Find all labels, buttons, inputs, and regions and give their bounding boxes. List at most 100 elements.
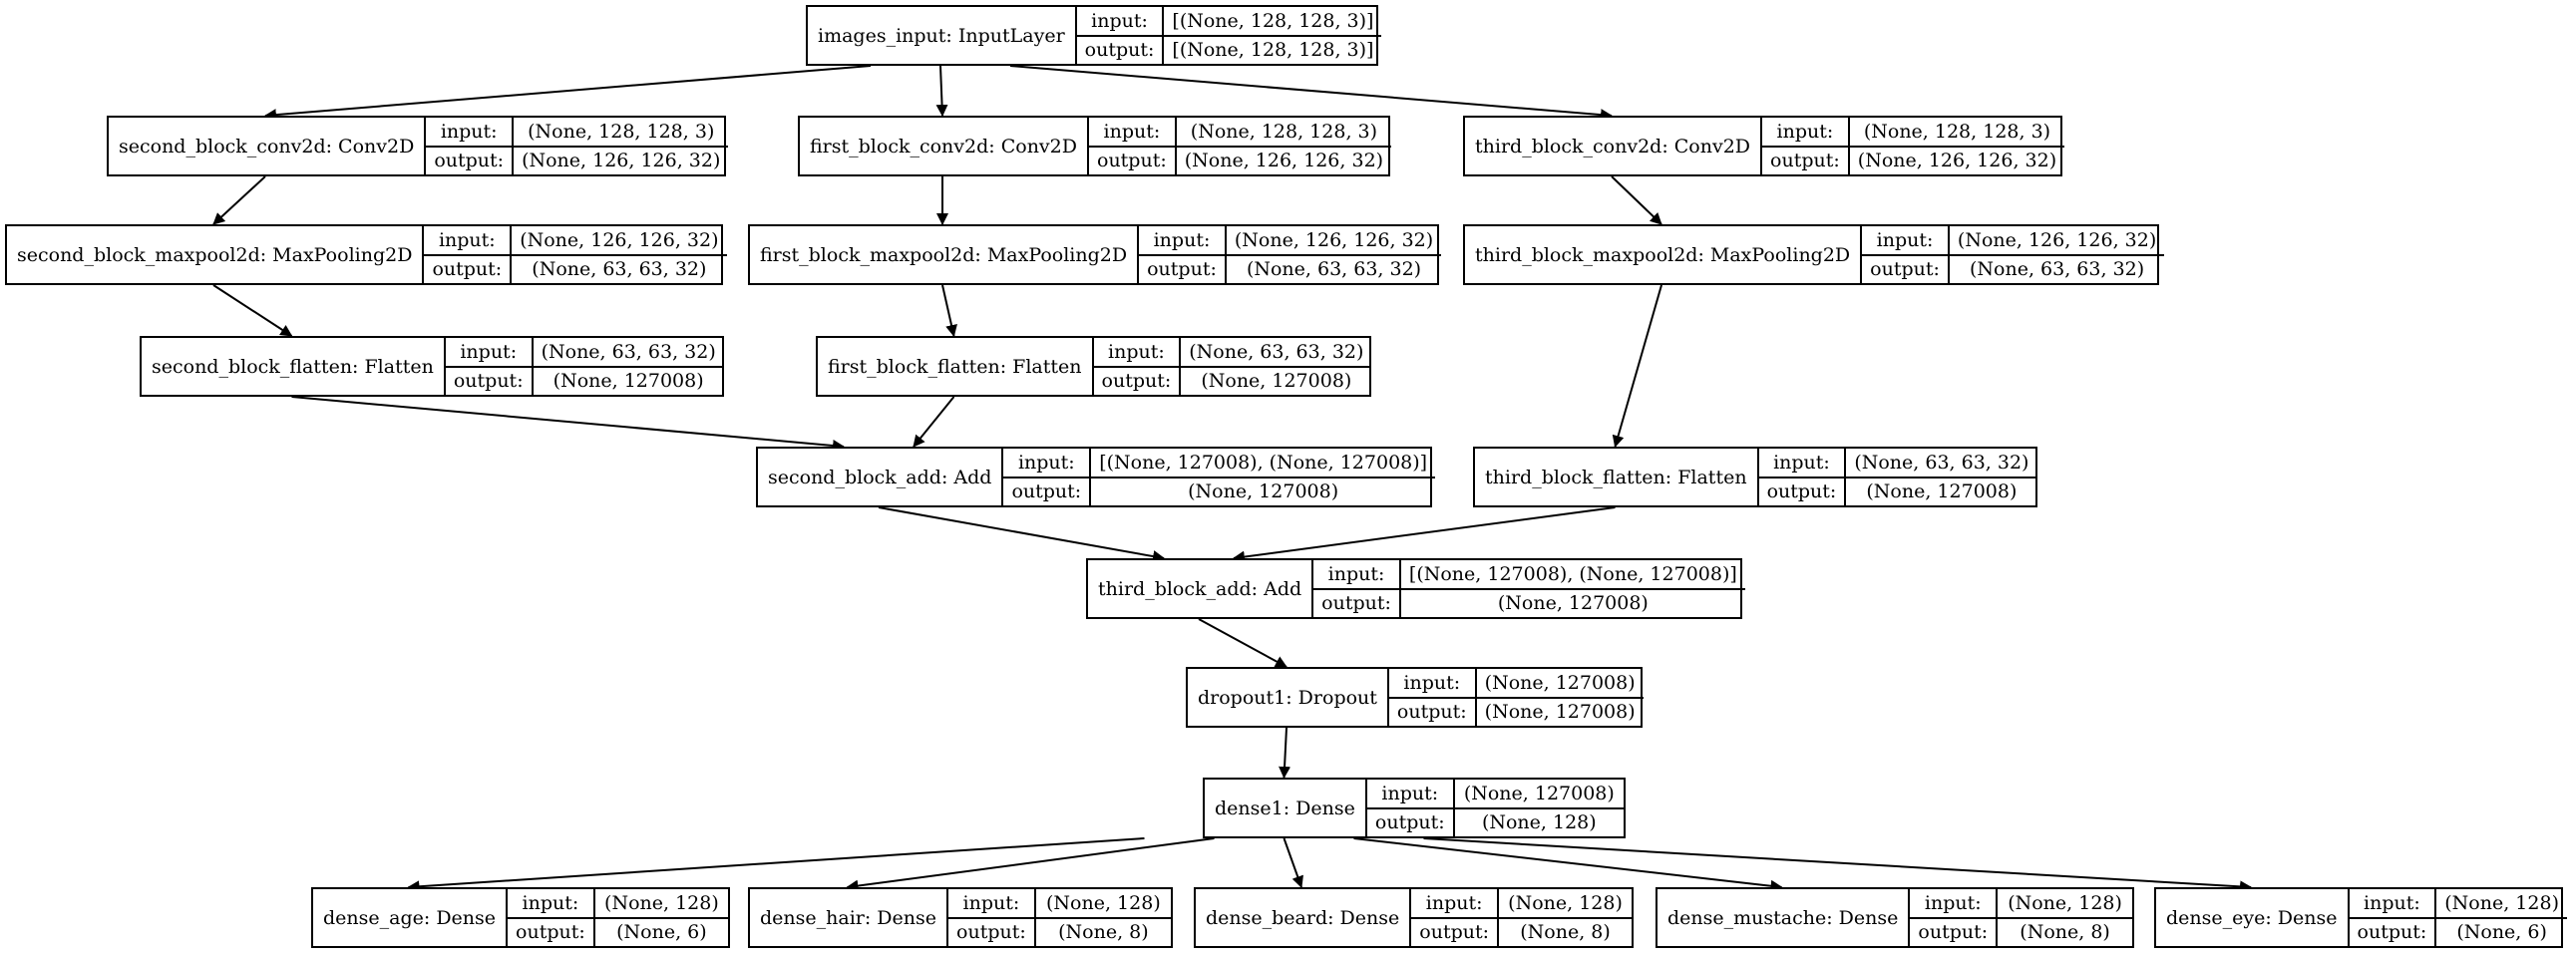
layer-name: first_block_maxpool2d: MaxPooling2D — [750, 226, 1140, 283]
output-port-label: output: — [426, 145, 513, 175]
input-port-label: input: — [1403, 671, 1461, 694]
input-port-label: input: — [962, 891, 1020, 914]
input-port-label: input: — [1091, 9, 1148, 32]
input-port-label: input: — [522, 891, 579, 914]
output-port-label: output: — [1089, 145, 1175, 175]
layer-name: second_block_conv2d: Conv2D — [109, 118, 427, 174]
output-port-label: output: — [1076, 34, 1163, 65]
edge-third-block-maxpool2d-to-third-block-flatten — [1612, 284, 1662, 448]
layer-node-first-block-maxpool2d: first_block_maxpool2d: MaxPooling2D input… — [748, 224, 1442, 285]
edge-images-input-to-first-block-conv2d — [935, 65, 948, 117]
output-shape: (None, 8) — [1035, 916, 1171, 947]
output-port-label: output: — [1762, 145, 1848, 175]
output-port-label: output: — [424, 253, 511, 284]
edge-images-input-to-second-block-conv2d — [264, 65, 872, 122]
input-port-label: input: — [1103, 120, 1161, 143]
layer-name: dense_hair: Dense — [750, 889, 949, 946]
edge-second-block-maxpool2d-to-second-block-flatten — [212, 284, 293, 337]
input-port-label: input: — [1924, 891, 1982, 914]
input-port-label: input: — [440, 120, 498, 143]
input-shape: (None, 128, 128, 3) — [1190, 120, 1378, 143]
output-shape: (None, 63, 63, 32) — [512, 253, 727, 284]
layer-name: first_block_conv2d: Conv2D — [800, 118, 1089, 174]
edge-second-block-add-to-third-block-add — [878, 506, 1165, 562]
input-port-label: input: — [1876, 228, 1934, 251]
layer-node-second-block-conv2d: second_block_conv2d: Conv2D input:output:… — [107, 116, 729, 176]
input-shape: (None, 126, 126, 32) — [1957, 228, 2157, 251]
input-port-label: input: — [1773, 451, 1830, 474]
input-shape: (None, 128, 128, 3) — [528, 120, 715, 143]
input-port-label: input: — [1381, 782, 1439, 804]
edge-dense1-to-dense-mustache — [1353, 837, 1783, 892]
edge-dense1-to-dense-eye — [1423, 837, 2252, 893]
output-shape: (None, 126, 126, 32) — [1176, 145, 1392, 175]
input-port-label: input: — [460, 340, 518, 363]
edge-dense1-to-dense-age — [407, 837, 1145, 893]
edge-dense1-to-dense-hair — [846, 837, 1215, 892]
input-port-label: input: — [438, 228, 496, 251]
edge-dense1-to-dense-beard — [1283, 837, 1303, 888]
layer-name: third_block_conv2d: Conv2D — [1465, 118, 1763, 174]
output-shape: (None, 6) — [2436, 916, 2567, 947]
output-shape: (None, 8) — [1499, 916, 1632, 947]
input-shape: (None, 128) — [1508, 891, 1623, 914]
output-shape: (None, 127008) — [533, 365, 724, 396]
layer-name: second_block_add: Add — [758, 449, 1004, 505]
layer-name: second_block_flatten: Flatten — [142, 338, 446, 395]
output-shape: (None, 127008) — [1091, 476, 1436, 506]
input-shape: (None, 126, 126, 32) — [1234, 228, 1434, 251]
output-port-label: output: — [1366, 806, 1453, 837]
input-port-label: input: — [2364, 891, 2420, 914]
output-shape: (None, 63, 63, 32) — [1226, 253, 1442, 284]
input-shape: (None, 128, 128, 3) — [1863, 120, 2051, 143]
edge-second-block-flatten-to-second-block-add — [291, 396, 845, 452]
input-shape: (None, 128) — [1046, 891, 1161, 914]
input-shape: [(None, 127008), (None, 127008)] — [1099, 451, 1428, 474]
edge-third-block-add-to-dropout1 — [1198, 618, 1288, 668]
input-shape: (None, 63, 63, 32) — [541, 340, 716, 363]
output-port-label: output: — [948, 916, 1034, 947]
output-port-label: output: — [1003, 476, 1090, 506]
edge-first-block-maxpool2d-to-first-block-flatten — [941, 284, 957, 337]
output-shape: (None, 127008) — [1181, 365, 1372, 396]
input-port-label: input: — [1425, 891, 1483, 914]
input-port-label: input: — [1776, 120, 1834, 143]
edge-images-input-to-third-block-conv2d — [1009, 65, 1613, 122]
input-shape: (None, 126, 126, 32) — [520, 228, 719, 251]
input-port-label: input: — [1108, 340, 1165, 363]
output-shape: (None, 127008) — [1846, 476, 2037, 506]
input-shape: (None, 128) — [604, 891, 719, 914]
layer-name: third_block_flatten: Flatten — [1475, 449, 1759, 505]
input-port-label: input: — [1153, 228, 1211, 251]
input-shape: [(None, 128, 128, 3)] — [1172, 9, 1374, 32]
output-port-label: output: — [1388, 696, 1475, 727]
layer-node-dropout1: dropout1: Dropout input:output:(None, 127… — [1186, 667, 1644, 728]
output-port-label: output: — [508, 916, 593, 947]
input-shape: (None, 63, 63, 32) — [1854, 451, 2029, 474]
output-shape: (None, 127008) — [1476, 696, 1644, 727]
input-shape: (None, 128) — [2008, 891, 2122, 914]
output-shape: [(None, 128, 128, 3)] — [1164, 34, 1382, 65]
input-port-label: input: — [1327, 562, 1385, 585]
edge-first-block-flatten-to-second-block-add — [913, 396, 955, 448]
layer-name: dropout1: Dropout — [1188, 669, 1389, 726]
layer-name: first_block_flatten: Flatten — [818, 338, 1094, 395]
output-shape: (None, 63, 63, 32) — [1949, 253, 2165, 284]
output-shape: (None, 8) — [1998, 916, 2132, 947]
output-shape: (None, 126, 126, 32) — [1849, 145, 2065, 175]
output-shape: (None, 126, 126, 32) — [514, 145, 729, 175]
layer-name: dense1: Dense — [1205, 780, 1367, 836]
output-port-label: output: — [2349, 916, 2435, 947]
edge-dropout1-to-dense1 — [1279, 727, 1291, 779]
output-shape: (None, 6) — [594, 916, 728, 947]
